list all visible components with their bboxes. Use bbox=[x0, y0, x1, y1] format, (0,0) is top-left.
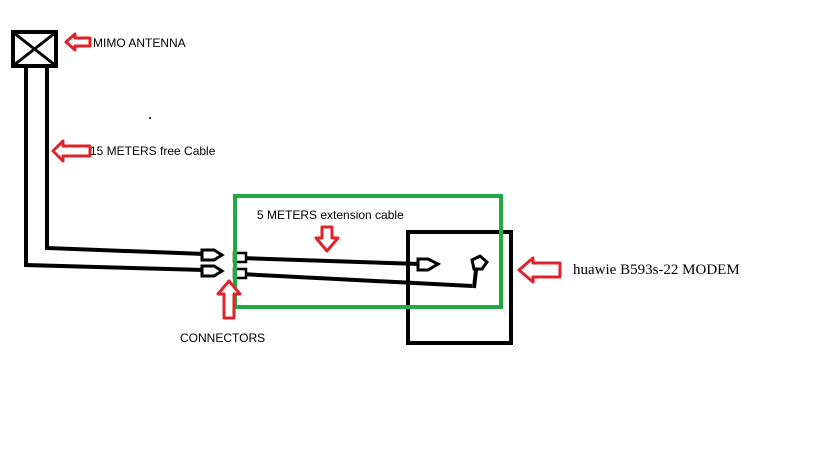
antenna-arrow-icon bbox=[64, 32, 92, 52]
antenna-label: MIMO ANTENNA bbox=[93, 36, 186, 50]
stray-dot bbox=[149, 117, 151, 119]
connector-arrow-icon bbox=[216, 279, 242, 320]
modem-label: huawie B593s-22 MODEM bbox=[573, 262, 740, 278]
extension-cable-label: 5 METERS extension cable bbox=[257, 208, 404, 222]
modem-box bbox=[406, 230, 513, 345]
extension-enclosure bbox=[233, 194, 503, 309]
free-cable-label: 15 METERS free Cable bbox=[90, 144, 216, 158]
cable-end-arrow-icon bbox=[200, 248, 225, 278]
free-cable-arrow-icon bbox=[51, 139, 92, 163]
modem-port-icon bbox=[416, 254, 490, 272]
modem-arrow-icon bbox=[517, 256, 562, 284]
free-cable bbox=[24, 68, 206, 272]
extension-arrow-icon bbox=[314, 225, 340, 253]
extension-cable bbox=[239, 256, 478, 289]
connectors-label: CONNECTORS bbox=[180, 331, 265, 345]
mimo-antenna-icon bbox=[11, 30, 58, 68]
